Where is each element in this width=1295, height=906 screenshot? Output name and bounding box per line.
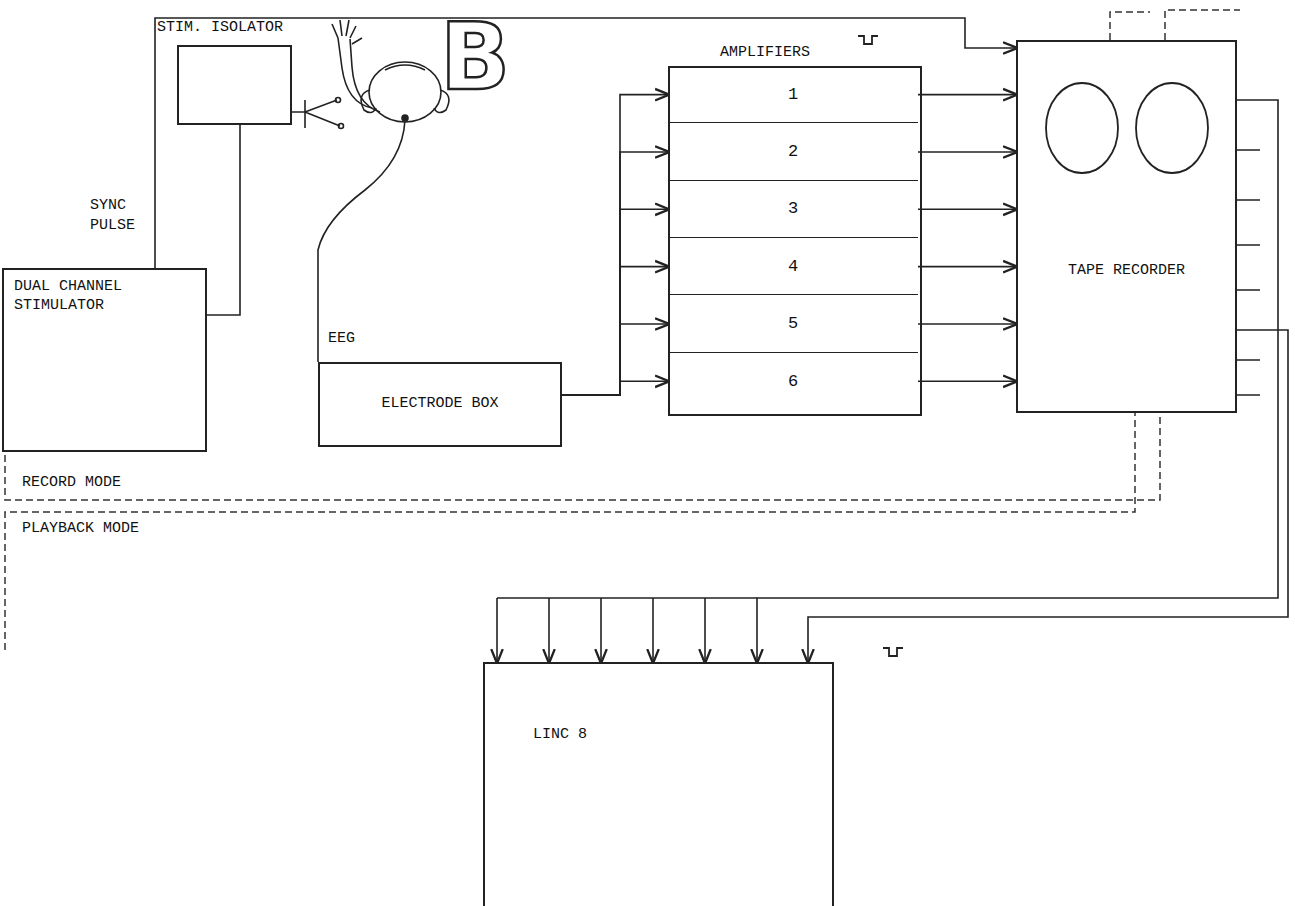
amplifier-bank: AMPLIFIERS123456 [668, 66, 922, 416]
connector [918, 94, 1016, 96]
eeg-lead [318, 120, 405, 362]
connector [918, 266, 1016, 268]
box-label: 6 [788, 371, 798, 392]
mode-label: RECORD MODE [22, 474, 121, 491]
connector [808, 330, 1288, 662]
connector [562, 267, 668, 395]
box-heading: AMPLIFIERS [720, 44, 810, 63]
output-stub [1237, 150, 1260, 395]
signal-name: EEG [328, 330, 355, 347]
connector [562, 152, 668, 395]
connector [918, 209, 1016, 211]
connector [918, 323, 1016, 325]
connector [562, 209, 668, 395]
mode-loop [5, 10, 1240, 650]
box-label: 2 [788, 141, 798, 162]
connector [562, 381, 668, 395]
isolator-box: STIM. ISOLATOR [177, 45, 292, 125]
box-heading: STIM. ISOLATOR [157, 19, 283, 38]
amplifier-channel: 2 [668, 123, 918, 180]
pulse-symbol [858, 36, 903, 656]
box-label: TAPE RECORDER [1018, 262, 1235, 281]
signal-name: SYNC PULSE [90, 196, 150, 235]
stimulator-box: DUAL CHANNEL STIMULATOR [2, 268, 207, 452]
stimulus-leads [292, 98, 344, 129]
amplifier-channel: 5 [668, 295, 918, 352]
computer-box: LINC 8 [483, 662, 834, 906]
box-label: 1 [788, 84, 798, 105]
connector [918, 381, 1016, 383]
box-label: LINC 8 [533, 726, 587, 745]
mode-label: PLAYBACK MODE [22, 520, 139, 537]
box-label: 3 [788, 198, 798, 219]
tape-reel [1046, 83, 1208, 173]
connector [562, 324, 668, 395]
connector [562, 95, 668, 395]
amplifier-channel: 3 [668, 181, 918, 238]
box-label: 4 [788, 256, 798, 277]
box-label: 5 [788, 313, 798, 334]
box-label: ELECTRODE BOX [381, 395, 498, 414]
amplifier-channel: 6 [668, 353, 918, 410]
connector [918, 151, 1016, 153]
tape-recorder: TAPE RECORDER [1016, 40, 1237, 413]
box-label: DUAL CHANNEL STIMULATOR [14, 278, 134, 316]
input-bus [497, 598, 757, 662]
subject-figure [318, 20, 449, 362]
connector [207, 125, 240, 315]
amplifier-channel: 1 [668, 66, 918, 123]
panel-letter: B [440, 12, 510, 104]
amplifier-channel: 4 [668, 238, 918, 295]
connector [155, 18, 1016, 268]
electrode-box: ELECTRODE BOX [318, 362, 562, 447]
